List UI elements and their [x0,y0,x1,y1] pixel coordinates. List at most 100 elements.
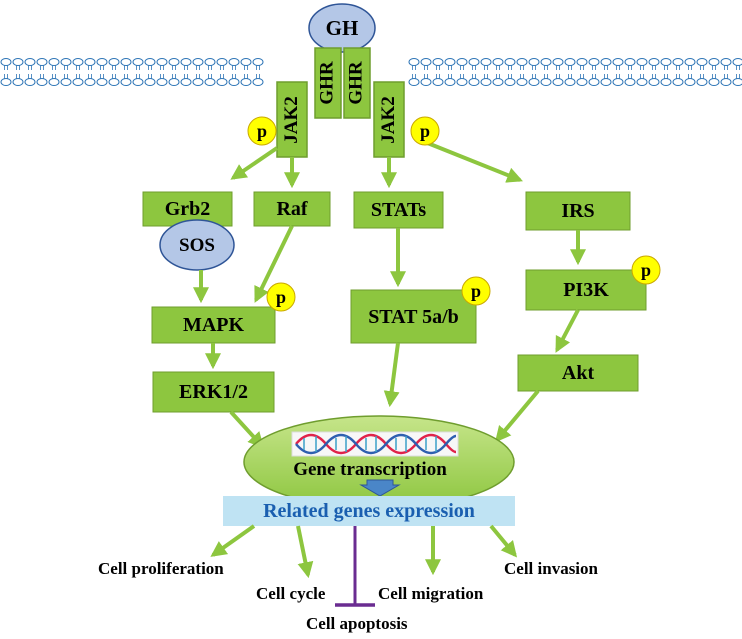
lipid-head [708,58,720,66]
lipid-head [168,58,180,66]
lipid-head [432,58,444,66]
expression-bar [223,496,515,526]
lipid-head [552,58,564,66]
lipid-head [240,58,252,66]
lipid-head [132,58,144,66]
lipid-head [60,78,72,86]
arrow-cycle [296,525,314,579]
phospho-label-jak2-left: p [256,120,267,141]
lipid-head [156,58,168,66]
jak2-right-label: JAK2 [378,95,399,144]
expression-label: Related genes expression [263,500,475,522]
outcome-cycle: Cell cycle [256,584,326,603]
ghr-left [314,47,342,119]
lipid-head [456,58,468,66]
grb2-label: Grb2 [164,198,211,220]
lipid-head [48,78,60,86]
lipid-head [36,58,48,66]
lipid-head [480,58,492,66]
nucleus-label: Gene transcription [293,458,447,480]
lipid-head [252,78,264,86]
arrow-stat5-nucleus [383,342,400,408]
outcome-proliferation: Cell proliferation [98,559,224,578]
phospho-circle-mapk [266,282,296,312]
lipid-head [672,78,684,86]
lipid-head [132,78,144,86]
lipid-head [108,58,120,66]
lipid-head [36,78,48,86]
lipid-head [612,58,624,66]
cell-membrane [0,58,742,86]
lipid-head [540,78,552,86]
lipid-head [48,58,60,66]
lipid-head [204,58,216,66]
lipid-head [624,58,636,66]
arrow-erk-nucleus [229,410,265,449]
phospho-circle-jak2-right [410,116,440,146]
arrow-jak2-irs [419,138,523,183]
dna-helix-icon [291,431,459,457]
sos-oval [159,219,235,271]
stats-box [353,191,444,229]
jak2-right [373,81,405,158]
lipid-head [660,78,672,86]
lipid-head [732,58,742,66]
lipid-head [660,58,672,66]
lipid-head [72,58,84,66]
lipid-head [552,78,564,86]
lipid-head [492,78,504,86]
lipid-head [576,58,588,66]
lipid-head [516,78,528,86]
lipid-head [564,78,576,86]
ghr-left-label: GHR [317,61,338,105]
lipid-head [216,78,228,86]
raf-box [253,191,331,227]
lipid-head [408,78,420,86]
lipid-head [684,58,696,66]
lipid-head [72,78,84,86]
ghr-right-label: GHR [346,61,367,105]
lipid-head [144,78,156,86]
lipid-head [468,78,480,86]
lipid-head [732,78,742,86]
lipid-head [672,58,684,66]
lipid-head [720,58,732,66]
lipid-head [84,58,96,66]
lipid-head [156,78,168,86]
lipid-head [168,78,180,86]
akt-box [517,354,639,392]
lipid-head [588,78,600,86]
arrow-akt-nucleus [494,389,540,443]
lipid-head [480,78,492,86]
gh-label: GH [325,15,359,40]
lipid-head [120,78,132,86]
pi3k-box [525,269,647,311]
phospho-circle-pi3k [631,255,661,285]
lipid-head [180,78,192,86]
jak2-left-label: JAK2 [281,95,302,144]
lipid-head [612,78,624,86]
phospho-label-pi3k: p [640,259,651,280]
lipid-head [240,78,252,86]
lipid-head [636,78,648,86]
phospho-label-mapk: p [275,286,286,307]
sos-label: SOS [179,234,215,256]
lipid-head [420,58,432,66]
lipid-head [204,78,216,86]
lipid-head [636,58,648,66]
lipid-head [60,58,72,66]
lipid-head [528,58,540,66]
lipid-head [0,78,12,86]
erk-box [152,371,275,413]
outcome-migration: Cell migration [378,584,484,603]
lipid-head [108,78,120,86]
lipid-head [96,78,108,86]
gh-ligand [308,3,376,53]
lipid-head [144,58,156,66]
lipid-head [576,78,588,86]
lipid-head [444,78,456,86]
raf-label: Raf [276,198,308,220]
stats-label: STATs [370,199,427,221]
phospho-circle-stat5 [461,276,491,306]
